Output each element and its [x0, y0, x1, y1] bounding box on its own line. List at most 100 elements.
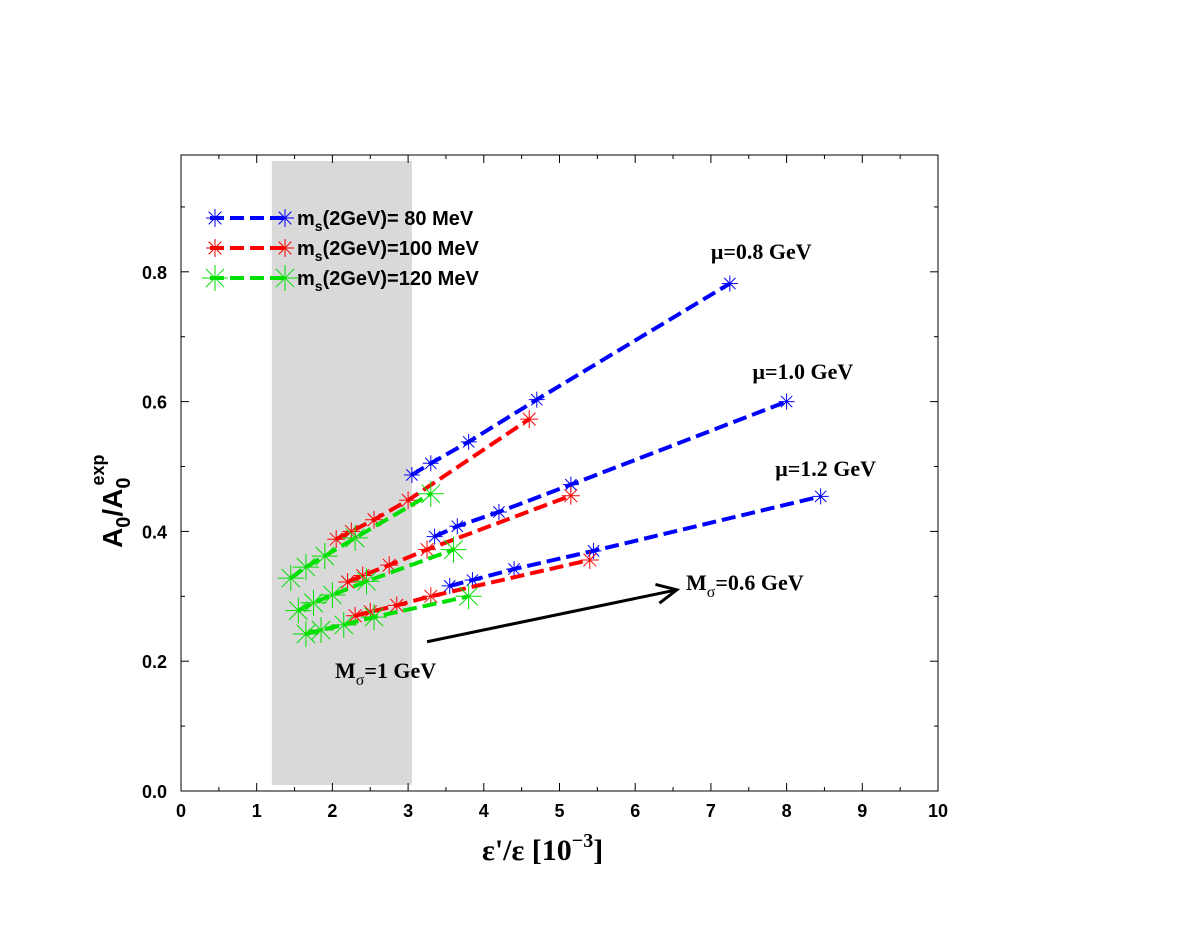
data-point	[426, 528, 443, 545]
arrow-head	[655, 583, 681, 605]
msigma-low-label: Mσ=1 GeV	[335, 658, 436, 689]
data-point	[422, 455, 439, 472]
data-point	[300, 589, 327, 616]
data-point	[330, 611, 357, 638]
legend-marker-right	[272, 265, 298, 291]
data-point	[440, 536, 467, 563]
marker-stroke	[322, 585, 342, 605]
marker-stroke	[459, 586, 479, 606]
y-tick-label: 0.2	[142, 652, 167, 672]
marker-stroke	[405, 468, 418, 481]
marker-stroke	[278, 211, 292, 225]
marker-stroke	[780, 395, 793, 408]
data-point	[338, 573, 357, 592]
data-point	[418, 540, 437, 559]
marker-stroke	[364, 607, 384, 627]
data-point	[285, 597, 312, 624]
marker-stroke	[420, 542, 434, 557]
data-point	[520, 410, 539, 429]
marker-stroke	[208, 241, 222, 255]
x-tick-label: 9	[857, 801, 867, 821]
legend-label: ms(2GeV)=120 MeV	[297, 268, 479, 294]
marker-stroke	[329, 532, 343, 546]
marker-stroke	[334, 615, 354, 635]
marker-stroke	[340, 575, 355, 589]
data-point	[528, 391, 545, 408]
data-point	[561, 486, 580, 505]
marker-stroke	[345, 528, 365, 548]
marker-stroke	[275, 268, 295, 288]
data-point	[403, 466, 420, 483]
series-line	[305, 594, 470, 636]
series-mu=1.0	[338, 486, 580, 592]
marker-stroke	[564, 488, 578, 503]
legend-label: ms(2GeV)=100 MeV	[297, 238, 479, 264]
legend-entry: ms(2GeV)=120 MeV	[202, 265, 479, 294]
data-point	[277, 565, 304, 592]
data-point	[490, 503, 507, 520]
y-tick-label: 0.8	[142, 263, 167, 283]
marker-stroke	[428, 530, 441, 543]
x-tick-label: 10	[928, 801, 948, 821]
series-mu=1.0	[426, 393, 795, 545]
series-mu=0.8	[277, 480, 444, 592]
x-axis-title: ε'/ε [10−3]	[482, 830, 603, 867]
x-tick-label: 5	[554, 801, 564, 821]
annotation-mu12: μ=1.2 GeV	[775, 456, 876, 481]
marker-stroke	[723, 277, 736, 290]
marker-stroke	[814, 490, 827, 503]
series-line	[410, 281, 731, 477]
marker-stroke	[530, 393, 543, 406]
annotation-mu10: μ=1.0 GeV	[753, 359, 854, 384]
data-point	[721, 275, 738, 292]
data-point	[319, 582, 346, 609]
marker-stroke	[288, 601, 308, 621]
x-tick-label: 6	[630, 801, 640, 821]
legend-entry: ms(2GeV)=100 MeV	[206, 238, 479, 264]
msigma-arrow	[426, 583, 681, 644]
data-point	[327, 530, 346, 549]
annotation-mu08: μ=0.8 GeV	[711, 239, 812, 264]
marker-stroke	[296, 624, 316, 644]
x-tick-label: 3	[403, 801, 413, 821]
data-point	[778, 393, 795, 410]
annotations: μ=0.8 GeV μ=1.0 GeV μ=1.2 GeV	[426, 239, 876, 644]
data-point	[460, 433, 477, 450]
x-tick-label: 2	[327, 801, 337, 821]
shaded-band	[271, 161, 412, 785]
marker-stroke	[315, 546, 335, 566]
legend-marker-right	[276, 239, 294, 257]
marker-stroke	[443, 579, 456, 592]
marker-stroke	[564, 478, 577, 491]
marker-stroke	[278, 241, 292, 255]
data-point	[380, 556, 399, 575]
marker-stroke	[356, 571, 377, 591]
marker-stroke	[303, 593, 324, 613]
marker-stroke	[492, 505, 505, 518]
series-mu=0.8	[403, 275, 738, 483]
data-point	[580, 550, 599, 569]
marker-stroke	[205, 268, 225, 288]
marker-stroke	[424, 457, 437, 470]
data-point	[308, 617, 335, 644]
legend-entry: ms(2GeV)= 80 MeV	[206, 208, 474, 234]
marker-stroke	[348, 609, 362, 623]
marker-stroke	[296, 557, 316, 577]
data-point	[361, 604, 388, 631]
marker-stroke	[281, 568, 301, 588]
legend-marker-left	[206, 239, 224, 257]
legend-marker-left	[206, 209, 224, 227]
x-tick-label: 7	[706, 801, 716, 821]
marker-stroke	[421, 484, 441, 504]
legend: ms(2GeV)= 80 MeV ms(2GeV)=100 MeV ms(2GeV)…	[202, 208, 479, 294]
series-layer	[277, 275, 829, 647]
marker-stroke	[508, 563, 521, 576]
marker-stroke	[311, 620, 331, 640]
x-tick-label: 4	[479, 801, 489, 821]
msigma-high-label: Mσ=0.6 GeV	[686, 570, 804, 601]
marker-stroke	[208, 211, 222, 225]
series-line	[297, 547, 455, 613]
data-point	[812, 488, 829, 505]
y-tick-label: 0.4	[142, 522, 167, 542]
